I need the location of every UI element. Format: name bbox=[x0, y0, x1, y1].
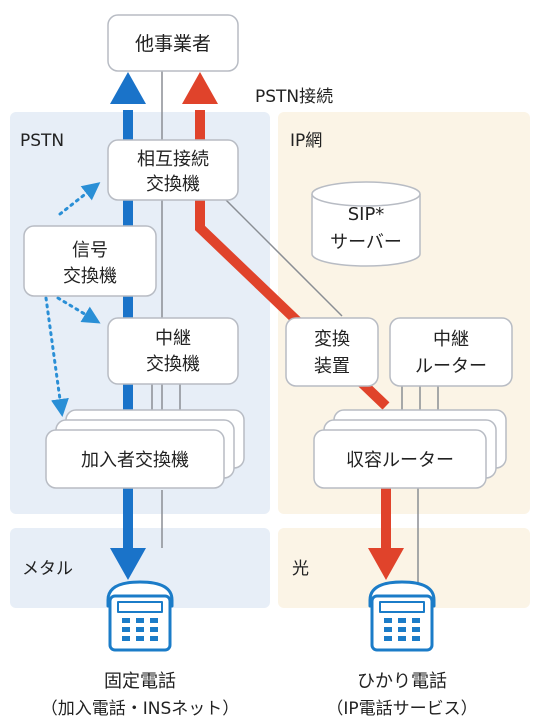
relay-exchange-node: 中継 交換機 bbox=[107, 317, 239, 385]
signal-exchange-node: 信号 交換機 bbox=[23, 225, 157, 297]
subscriber-exchange-label: 加入者交換機 bbox=[81, 450, 189, 471]
access-router-node: 収容ルーター bbox=[313, 409, 507, 489]
interconnect-label-1: 相互接続 bbox=[137, 149, 209, 170]
signal-lines bbox=[44, 182, 101, 417]
sip-label-2: サーバー bbox=[330, 232, 402, 253]
fixed-phone-title: 固定電話 bbox=[104, 671, 176, 692]
fixed-phone-subtitle: （加入電話・INSネット） bbox=[41, 699, 240, 719]
optical-label: 光 bbox=[292, 559, 309, 579]
signal-label-1: 信号 bbox=[72, 240, 108, 261]
relay-exchange-label-2: 交換機 bbox=[146, 354, 200, 375]
interconnect-exchange-node: 相互接続 交換機 bbox=[107, 139, 239, 201]
access-router-label: 収容ルーター bbox=[346, 450, 454, 471]
hikari-phone-title: ひかり電話 bbox=[357, 671, 447, 692]
fixed-phone-icon bbox=[106, 580, 174, 652]
relay-router-label-1: 中継 bbox=[433, 329, 469, 350]
pstn-region-label: PSTN bbox=[20, 131, 64, 151]
pstn-connection-label: PSTN接続 bbox=[255, 87, 333, 107]
sip-label-1: SIP* bbox=[348, 204, 385, 225]
relay-exchange-label-1: 中継 bbox=[155, 328, 191, 349]
relay-router-node: 中継 ルーター bbox=[389, 317, 513, 387]
hikari-phone-icon bbox=[368, 580, 436, 652]
hikari-phone-subtitle: （IP電話サービス） bbox=[326, 699, 477, 719]
ip-region-label: IP網 bbox=[290, 131, 322, 151]
relay-router-label-2: ルーター bbox=[415, 356, 487, 377]
metal-region-bg bbox=[10, 528, 270, 608]
other-carrier-node: 他事業者 bbox=[107, 14, 239, 72]
metal-label: メタル bbox=[22, 559, 73, 579]
subscriber-exchange-node: 加入者交換機 bbox=[45, 409, 245, 489]
optical-region-bg bbox=[278, 528, 530, 608]
sip-server-node: SIP* サーバー bbox=[311, 181, 421, 267]
interconnect-label-2: 交換機 bbox=[146, 174, 200, 195]
signal-label-2: 交換機 bbox=[63, 266, 117, 287]
other-carrier-label: 他事業者 bbox=[135, 33, 211, 55]
converter-node: 変換 装置 bbox=[285, 317, 379, 387]
converter-label-1: 変換 bbox=[314, 329, 350, 350]
converter-label-2: 装置 bbox=[314, 356, 350, 377]
